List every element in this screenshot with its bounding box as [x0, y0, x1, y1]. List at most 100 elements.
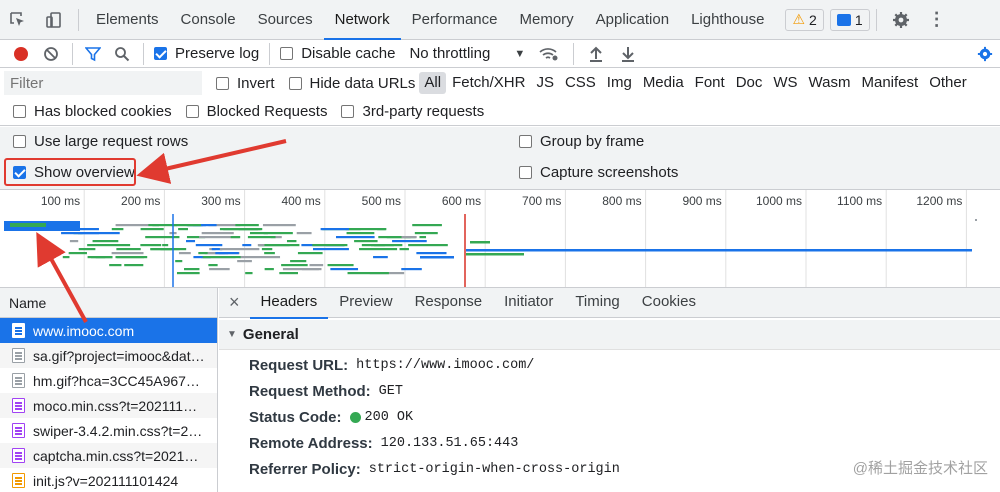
- warning-icon: ⚠: [792, 11, 806, 27]
- request-name: moco.min.css?t=202111…: [33, 397, 198, 414]
- network-settings-gear-icon[interactable]: [970, 40, 1000, 68]
- request-row[interactable]: captcha.min.css?t=2021…: [0, 443, 217, 468]
- field-value[interactable]: GET: [378, 383, 403, 399]
- third-party-requests-checkbox[interactable]: 3rd-party requests: [341, 103, 484, 120]
- filter-input[interactable]: [4, 71, 202, 95]
- overview-bar: [68, 252, 87, 255]
- overview-bar: [401, 268, 422, 271]
- disable-cache-checkbox[interactable]: Disable cache: [280, 45, 395, 62]
- more-options-icon[interactable]: ⋮: [927, 9, 946, 29]
- hide-data-urls-checkbox[interactable]: Hide data URLs: [288, 75, 415, 92]
- request-row[interactable]: init.js?v=202111101424: [0, 468, 217, 492]
- record-icon[interactable]: [6, 40, 36, 68]
- tab-elements[interactable]: Elements: [96, 10, 159, 28]
- overview-bar: [237, 260, 252, 263]
- close-details-icon[interactable]: ×: [229, 292, 240, 312]
- preserve-log-checkbox[interactable]: Preserve log: [154, 45, 259, 62]
- messages-count: 1: [854, 11, 863, 28]
- request-row[interactable]: hm.gif?hca=3CC45A967…: [0, 368, 217, 393]
- network-conditions-icon[interactable]: [531, 40, 567, 68]
- details-tab-initiator[interactable]: Initiator: [504, 292, 554, 310]
- type-filter-manifest[interactable]: Manifest: [861, 74, 919, 91]
- field-value[interactable]: 120.133.51.65:443: [380, 435, 519, 451]
- throttling-select[interactable]: No throttling ▼: [409, 45, 525, 62]
- type-filter-fetch-xhr[interactable]: Fetch/XHR: [452, 74, 526, 91]
- has-blocked-cookies-label: Has blocked cookies: [34, 103, 172, 120]
- details-tab-headers[interactable]: Headers: [249, 288, 329, 319]
- tab-memory[interactable]: Memory: [519, 10, 574, 28]
- general-field-row: Request URL:https://www.imooc.com/: [219, 352, 1000, 378]
- field-value[interactable]: strict-origin-when-cross-origin: [368, 461, 620, 477]
- overview-bar: [242, 244, 252, 247]
- details-tab-cookies[interactable]: Cookies: [641, 292, 696, 310]
- overview-bar: [247, 236, 276, 239]
- overview-bar: [178, 252, 191, 255]
- general-fields: Request URL:https://www.imooc.com/Reques…: [219, 350, 1000, 482]
- type-filter-other[interactable]: Other: [929, 74, 967, 91]
- tick-label: 500 ms: [362, 194, 401, 208]
- field-value[interactable]: 200 OK: [364, 409, 414, 425]
- overview-bar: [111, 228, 124, 231]
- tab-network[interactable]: Network: [323, 0, 401, 40]
- overview-bar: [87, 244, 131, 247]
- name-column-header[interactable]: Name: [0, 288, 217, 318]
- overview-bar: [62, 256, 70, 259]
- tab-performance[interactable]: Performance: [411, 10, 498, 28]
- device-toolbar-icon[interactable]: [36, 0, 72, 40]
- request-name: www.imooc.com: [33, 322, 135, 339]
- invert-checkbox[interactable]: Invert: [216, 75, 275, 92]
- overview-bar: [209, 268, 230, 271]
- type-filter-wasm[interactable]: Wasm: [808, 74, 851, 91]
- type-filter-js[interactable]: JS: [536, 74, 554, 91]
- capture-screenshots-checkbox[interactable]: Capture screenshots: [519, 164, 678, 181]
- details-tab-timing[interactable]: Timing: [575, 292, 620, 310]
- tick-label: 800 ms: [602, 194, 641, 208]
- warnings-badge[interactable]: ⚠ 2: [785, 8, 824, 31]
- has-blocked-cookies-checkbox[interactable]: Has blocked cookies: [13, 103, 172, 120]
- overview-bar: [208, 264, 218, 267]
- clear-icon[interactable]: [36, 40, 66, 68]
- general-section-header[interactable]: ▼ General: [219, 320, 1000, 350]
- inspect-element-icon[interactable]: [0, 0, 36, 40]
- overview-bar: [262, 224, 296, 227]
- blocked-requests-checkbox[interactable]: Blocked Requests: [185, 103, 328, 120]
- gear-icon[interactable]: [883, 0, 919, 40]
- request-name: init.js?v=202111101424: [33, 472, 179, 489]
- tab-lighthouse[interactable]: Lighthouse: [691, 10, 765, 28]
- field-value[interactable]: https://www.imooc.com/: [356, 357, 535, 373]
- show-overview-checkbox[interactable]: Show overview: [13, 164, 135, 181]
- chevron-down-icon: ▼: [514, 47, 526, 60]
- group-by-frame-checkbox[interactable]: Group by frame: [519, 133, 644, 150]
- request-row[interactable]: www.imooc.com: [0, 318, 217, 343]
- overview-bar: [124, 264, 144, 267]
- request-row[interactable]: sa.gif?project=imooc&dat…: [0, 343, 217, 368]
- type-filter-css[interactable]: CSS: [564, 74, 596, 91]
- export-har-icon[interactable]: [612, 40, 644, 68]
- type-filter-media[interactable]: Media: [642, 74, 684, 91]
- tab-application[interactable]: Application: [595, 10, 670, 28]
- type-filter-img[interactable]: Img: [606, 74, 632, 91]
- request-row[interactable]: swiper-3.4.2.min.css?t=2…: [0, 418, 217, 443]
- messages-badge[interactable]: 1: [829, 8, 870, 31]
- type-filter-ws[interactable]: WS: [773, 74, 798, 91]
- type-filter-all[interactable]: All: [419, 72, 447, 94]
- details-tab-response[interactable]: Response: [414, 292, 483, 310]
- import-har-icon[interactable]: [580, 40, 612, 68]
- tab-sources[interactable]: Sources: [257, 10, 313, 28]
- overview-bar: [198, 252, 208, 255]
- request-row[interactable]: moco.min.css?t=202111…: [0, 393, 217, 418]
- watermark: @稀土掘金技术社区: [852, 460, 988, 477]
- search-icon[interactable]: [107, 40, 137, 68]
- throttling-value: No throttling: [409, 45, 491, 62]
- overview-bar: [202, 256, 241, 259]
- panel-tabs: Elements Console Sources Network Performance…: [85, 0, 775, 40]
- type-filter-font[interactable]: Font: [694, 74, 725, 91]
- blocked-requests-label: Blocked Requests: [206, 103, 328, 120]
- filter-icon[interactable]: [79, 40, 107, 68]
- details-tab-preview[interactable]: Preview: [339, 292, 393, 310]
- large-request-rows-checkbox[interactable]: Use large request rows: [13, 133, 188, 150]
- overview-bar: [347, 272, 389, 275]
- tab-console[interactable]: Console: [180, 10, 236, 28]
- type-filter-doc[interactable]: Doc: [735, 74, 763, 91]
